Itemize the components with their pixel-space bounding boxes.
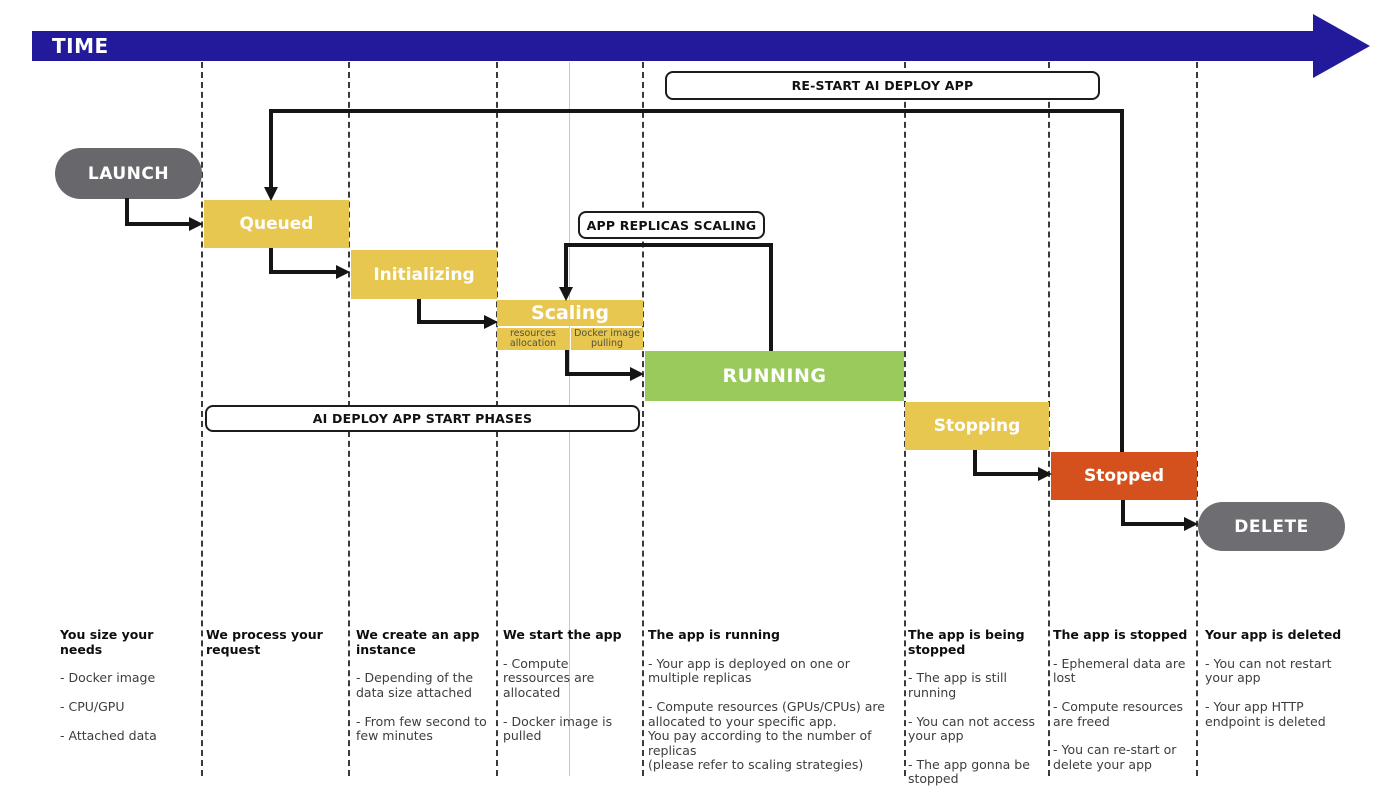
scaling-substeps: resources allocation Docker image pullin…: [497, 328, 643, 350]
column-item: - From few second to few minutes: [356, 713, 487, 744]
column-title: We create an app instance: [356, 627, 480, 657]
delete-pill: DELETE: [1198, 502, 1345, 551]
launch-pill: LAUNCH: [55, 148, 202, 199]
column-item: - The app gonna be stopped: [908, 756, 1030, 787]
column-title: You size your needs: [60, 627, 154, 657]
phase-stopping-label: Stopping: [933, 416, 1021, 436]
column-item: - Depending of the data size attached: [356, 670, 474, 700]
column-item: - Docker image: [60, 670, 156, 686]
note-start-phases: AI DEPLOY APP START PHASES: [205, 405, 640, 432]
column-title: The app is running: [648, 627, 781, 642]
column-title: We start the app: [503, 627, 622, 642]
column-item: - You can re-start or delete your app: [1053, 742, 1177, 772]
column-create-instance: We create an app instance - Depending of…: [356, 627, 489, 744]
phase-scaling-label: Scaling: [497, 300, 643, 326]
phase-initializing-label: Initializing: [373, 264, 475, 285]
column-item: - Ephemeral data are lost: [1053, 655, 1186, 686]
column-item: - You can not restart your app: [1205, 655, 1332, 686]
note-phases-label: AI DEPLOY APP START PHASES: [312, 411, 533, 426]
delete-label: DELETE: [1234, 516, 1309, 537]
arrow-stopping-to-stopped: [973, 450, 1052, 481]
column-title: The app is being stopped: [908, 627, 1025, 657]
arrow-launch-to-queued: [125, 198, 203, 231]
column-title: Your app is deleted: [1205, 627, 1342, 642]
phase-queued-label: Queued: [239, 214, 314, 234]
column-item: - Attached data: [60, 727, 157, 743]
phase-scaling: Scaling resources allocation Docker imag…: [497, 300, 643, 350]
note-restart-label: RE-START AI DEPLOY APP: [791, 78, 974, 93]
note-replicas-label: APP REPLICAS SCALING: [586, 217, 757, 233]
phase-queued: Queued: [204, 200, 349, 248]
column-item: - You can not access your app: [908, 713, 1035, 744]
column-item: - Your app HTTP endpoint is deleted: [1205, 698, 1326, 729]
column-app-stopped: The app is stopped - Ephemeral data are …: [1053, 627, 1191, 772]
time-arrow-head-icon: [1313, 14, 1370, 78]
phase-running: RUNNING: [645, 351, 904, 401]
column-item: - Compute resources are freed: [1053, 698, 1184, 729]
column-item: - Docker image is pulled: [503, 713, 613, 744]
phase-stopped-label: Stopped: [1083, 466, 1165, 486]
arrow-scaling-to-running: [565, 350, 644, 381]
grid-line-7: [1196, 62, 1198, 776]
time-arrow: TIME: [32, 31, 1315, 61]
column-app-running: The app is running - Your app is deploye…: [648, 627, 904, 773]
launch-label: LAUNCH: [87, 163, 170, 184]
arrow-stopped-to-delete: [1121, 500, 1198, 531]
column-being-stopped: The app is being stopped - The app is st…: [908, 627, 1041, 787]
arrow-queued-to-initializing: [269, 248, 350, 279]
column-size-your-needs: You size your needs - Docker image - CPU…: [60, 627, 192, 743]
column-item: - The app is still running: [908, 670, 1007, 700]
column-title: We process your request: [206, 627, 323, 657]
phase-initializing: Initializing: [351, 250, 497, 299]
time-label: TIME: [52, 34, 109, 58]
note-restart-app: RE-START AI DEPLOY APP: [665, 71, 1100, 100]
phase-stopped: Stopped: [1051, 452, 1197, 500]
column-item: - Compute resources (GPUs/CPUs) are allo…: [648, 698, 885, 773]
grid-line-1: [201, 62, 203, 776]
column-process-request: We process your request: [206, 627, 332, 657]
substep-docker-image-pulling: Docker image pulling: [571, 328, 643, 350]
phase-stopping: Stopping: [905, 402, 1049, 450]
column-start-app: We start the app - Compute ressources ar…: [503, 627, 637, 744]
grid-line-4: [642, 62, 644, 776]
column-item: - Compute ressources are allocated: [503, 655, 595, 700]
arrow-initializing-to-scaling: [417, 299, 498, 329]
column-item: - Your app is deployed on one or multipl…: [648, 655, 850, 686]
note-app-replicas-scaling: APP REPLICAS SCALING: [578, 211, 765, 239]
column-app-deleted: Your app is deleted - You can not restar…: [1205, 627, 1348, 729]
substep-resources-allocation: resources allocation: [497, 328, 569, 350]
phase-running-label: RUNNING: [722, 365, 827, 387]
column-item: - CPU/GPU: [60, 698, 125, 714]
column-title: The app is stopped: [1053, 627, 1188, 642]
